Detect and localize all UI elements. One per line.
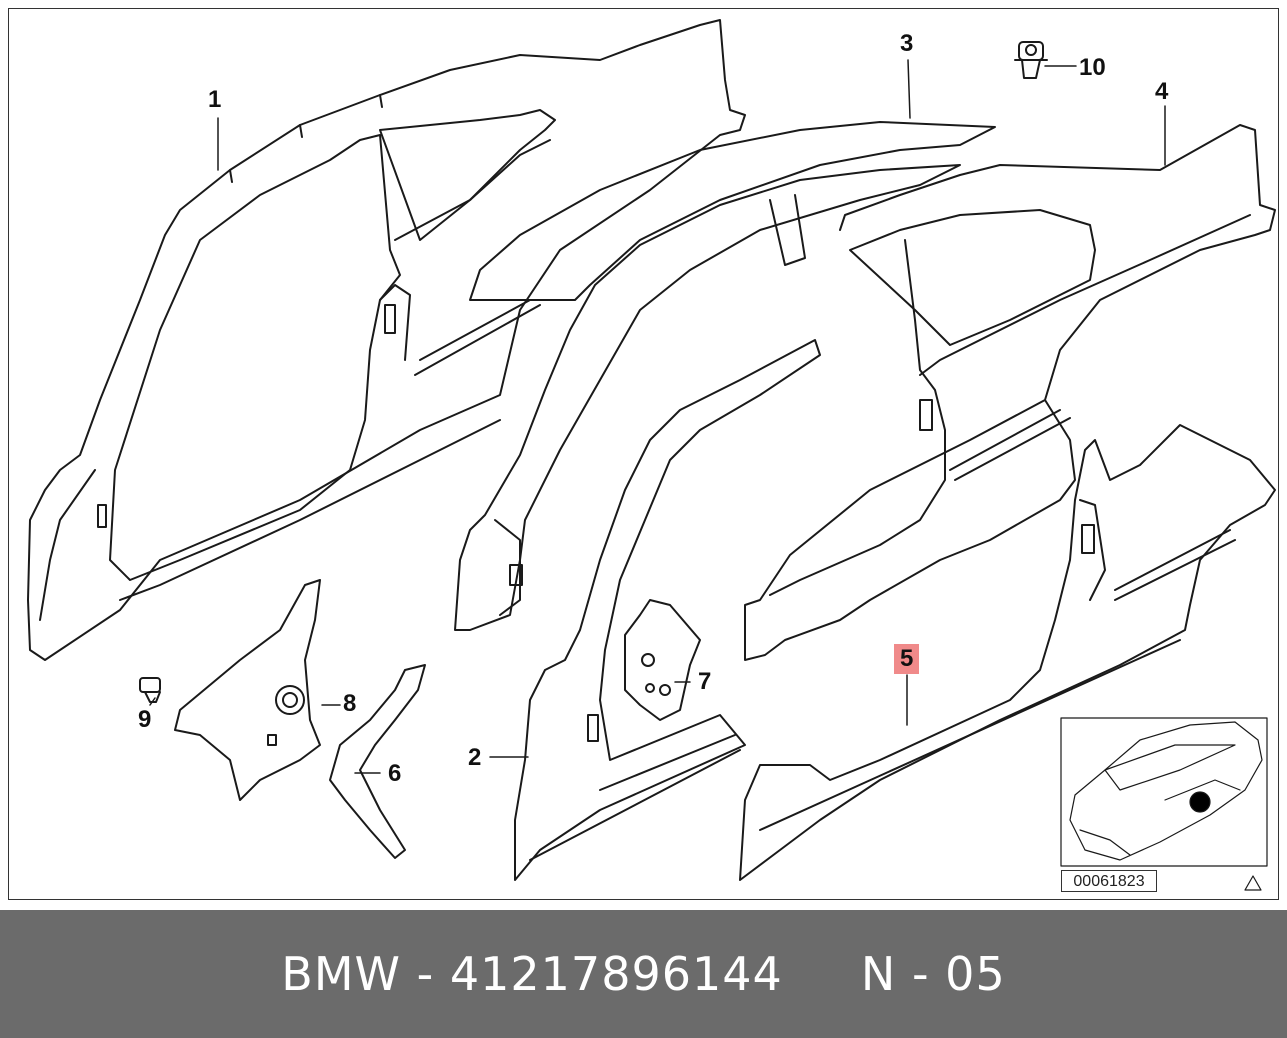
- brand-label: BMW: [281, 947, 402, 1001]
- callout-1: 1: [208, 86, 222, 113]
- callout-leader-lines: [149, 59, 1166, 774]
- callout-6: 6: [388, 760, 402, 787]
- callout-8: 8: [343, 690, 357, 717]
- sill-panel-part-5: [739, 424, 1276, 881]
- callout-7: 7: [698, 668, 712, 695]
- callout-9: 9: [138, 706, 152, 733]
- bracket-part-6: [329, 664, 426, 859]
- fastener-part-9: [139, 677, 161, 703]
- callout-10: 10: [1079, 54, 1106, 81]
- side-panel-outer-part-4: [744, 124, 1276, 661]
- position-code: N - 05: [860, 947, 1006, 1001]
- car-locator-inset: [1060, 717, 1268, 867]
- body-side-panel-illustration: [27, 19, 1276, 891]
- roof-rail-part-3: [469, 121, 996, 301]
- bracket-part-7: [624, 599, 701, 721]
- inner-frame-lower-part-2: [514, 339, 821, 881]
- clip-part-10: [1014, 41, 1048, 79]
- inner-side-frame-part-2: [454, 164, 961, 631]
- footer-bar: BMW - 41217896144 N - 05: [0, 910, 1287, 1038]
- callout-3: 3: [900, 30, 914, 57]
- footer-part-info: BMW - 41217896144 N - 05: [281, 947, 1005, 1001]
- reinforcement-part-8: [174, 579, 321, 801]
- callout-5-highlighted: 5: [894, 644, 920, 674]
- callout-4: 4: [1155, 78, 1169, 105]
- diagram-id-label: 00061823: [1061, 870, 1157, 892]
- side-panel-outer-part-1: [27, 19, 746, 661]
- part-number: 41217896144: [449, 947, 783, 1001]
- warning-triangle-icon: [1244, 875, 1262, 891]
- spacer: [783, 947, 861, 1001]
- separator: -: [401, 947, 450, 1001]
- callout-2: 2: [468, 744, 482, 771]
